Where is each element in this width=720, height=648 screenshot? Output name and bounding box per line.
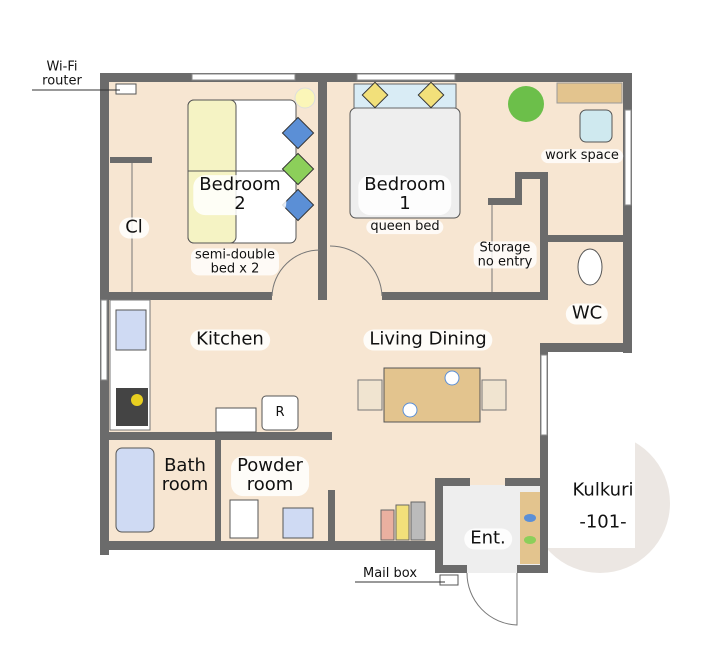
window	[624, 109, 632, 206]
desk	[556, 82, 623, 104]
door-bedroom2	[271, 249, 321, 297]
powder-room-label: Powder room	[231, 456, 309, 496]
refrigerator	[261, 395, 299, 431]
window	[356, 73, 456, 81]
bedroom2-label: Bedroom 2	[193, 175, 287, 215]
luggage-icons	[380, 501, 426, 541]
door-entrance	[466, 572, 518, 626]
building-name: Kulkuri	[572, 479, 634, 501]
washbasin-icon	[282, 507, 314, 539]
kitchen-label: Kitchen	[190, 329, 270, 351]
mail-box-icon	[439, 574, 459, 586]
bedroom1-note: queen bed	[366, 220, 444, 234]
mail-box-label: Mail box	[362, 566, 418, 582]
stove-icon	[116, 388, 148, 426]
toilet-icon	[577, 248, 603, 286]
bedroom1-label: Bedroom 1	[358, 175, 452, 215]
window	[191, 73, 296, 81]
counter-box	[215, 407, 257, 433]
refrigerator-label: R	[275, 405, 285, 421]
bed-semi-double	[187, 99, 297, 244]
window	[100, 299, 108, 381]
entrance-label: Ent.	[464, 528, 512, 550]
windows	[100, 73, 632, 436]
storage-label: Storage no entry	[473, 241, 537, 269]
lamp-icon	[294, 87, 316, 109]
window	[540, 354, 548, 436]
sink-icon	[115, 309, 147, 351]
kettle-icon	[131, 394, 143, 406]
living-dining-label: Living Dining	[363, 329, 493, 351]
wifi-router-icon	[115, 83, 137, 95]
washing-machine-icon	[229, 499, 259, 539]
wc-label: WC	[565, 303, 609, 325]
bathroom-label: Bath room	[161, 455, 209, 495]
plant-icon	[508, 86, 544, 122]
shoe-rack	[520, 492, 540, 564]
chair-icon	[579, 109, 613, 143]
door-bedroom1	[329, 245, 383, 297]
unit-number: -101-	[579, 511, 627, 533]
work-space-label: work space	[541, 149, 623, 163]
wifi-router-label: Wi-Fi router	[42, 59, 82, 88]
pillows-bedroom2	[281, 116, 315, 222]
slippers-icon	[524, 514, 536, 544]
closet-label: Cl	[119, 217, 149, 239]
dining-table	[357, 367, 507, 423]
bathtub-icon	[115, 447, 155, 533]
bedroom2-note: semi-double bed x 2	[190, 248, 280, 276]
